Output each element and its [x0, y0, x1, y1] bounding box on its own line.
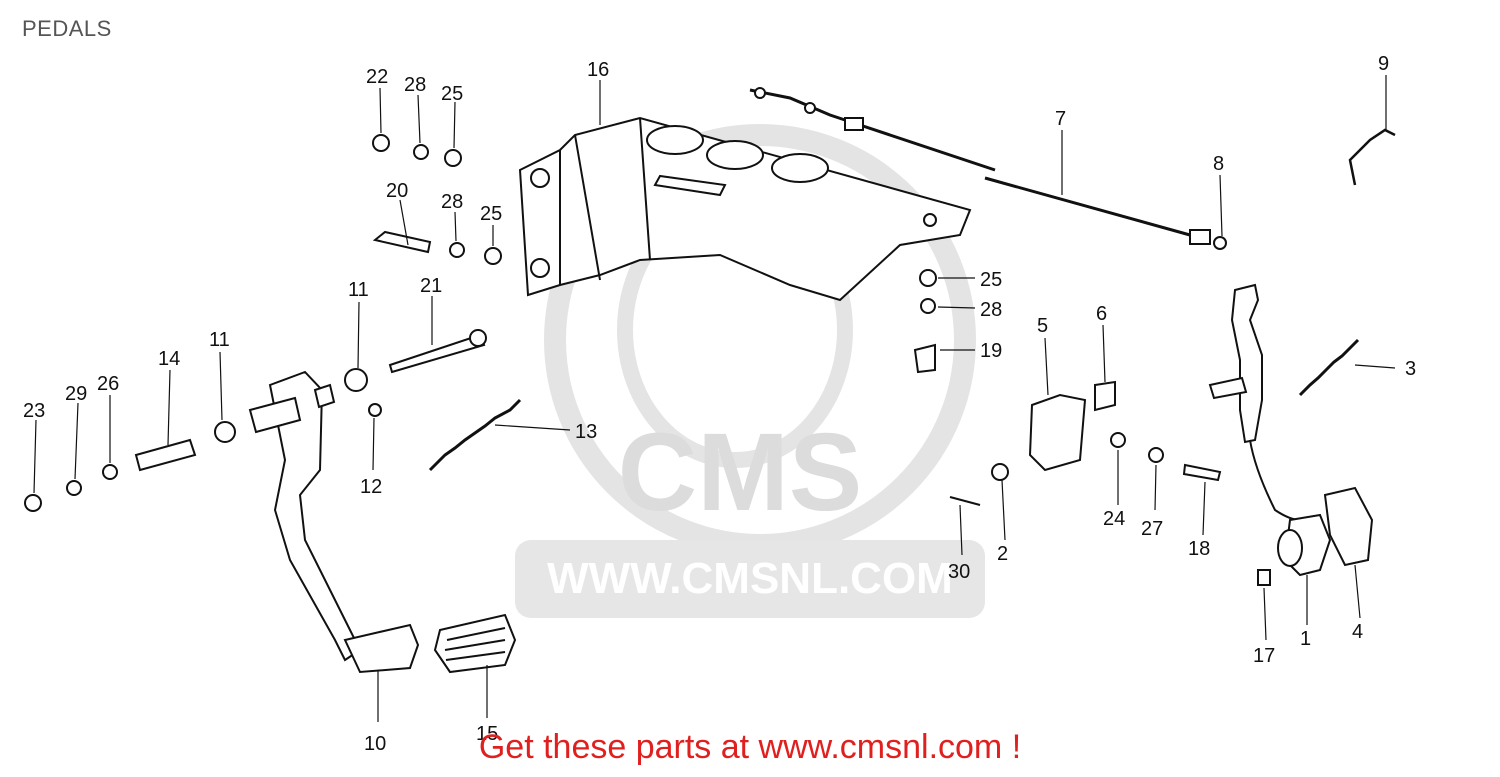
callout-1: 1: [1300, 628, 1311, 650]
callout-25-top: 25: [441, 83, 463, 105]
watermark-brand: CMS: [618, 411, 862, 534]
callout-3: 3: [1405, 358, 1416, 380]
callout-25-right: 25: [980, 269, 1002, 291]
clip-part: [1348, 128, 1396, 186]
callouts: 1 2 3 4 5 6 7 8 9 10 11 11 12 13 14 15 1…: [23, 53, 1416, 755]
throttle-cable: [749, 87, 1227, 250]
callout-9: 9: [1378, 53, 1389, 75]
callout-26: 26: [97, 373, 119, 395]
accelerator-pedal-pad: [1323, 486, 1374, 567]
callout-25-mid: 25: [480, 203, 502, 225]
return-spring-3: [1298, 338, 1360, 397]
callout-23: 23: [23, 400, 45, 422]
callout-4: 4: [1352, 621, 1363, 643]
callout-10: 10: [364, 733, 386, 755]
footer-link-text[interactable]: Get these parts at www.cmsnl.com !: [478, 728, 1022, 766]
leader-lines: [33, 75, 1396, 722]
callout-28-right: 28: [980, 299, 1002, 321]
callout-18: 18: [1188, 538, 1210, 560]
watermark-banner: [515, 540, 985, 618]
callout-2: 2: [997, 543, 1008, 565]
callout-29: 29: [65, 383, 87, 405]
callout-7: 7: [1055, 108, 1066, 130]
accelerator-pedal: [1208, 283, 1332, 577]
callout-19: 19: [980, 340, 1002, 362]
callout-14: 14: [158, 348, 180, 370]
callout-17: 17: [1253, 645, 1275, 667]
callout-20: 20: [386, 180, 408, 202]
hardware: [24, 134, 1271, 586]
pedal-bracket: [518, 116, 972, 302]
callout-8: 8: [1213, 153, 1224, 175]
callout-28-top: 28: [404, 74, 426, 96]
callout-11-top: 11: [348, 279, 369, 301]
page-title: PEDALS: [22, 16, 112, 41]
brake-pedal-arm: [248, 370, 420, 674]
brake-pedal-pad: [433, 613, 517, 674]
callout-21: 21: [420, 275, 442, 297]
callout-11-left: 11: [209, 329, 230, 351]
return-spring-13: [428, 398, 522, 472]
callout-6: 6: [1096, 303, 1107, 325]
callout-30: 30: [948, 561, 970, 583]
callout-27: 27: [1141, 518, 1163, 540]
callout-5: 5: [1037, 315, 1048, 337]
stopper-bracket: [1028, 380, 1116, 472]
callout-22: 22: [366, 66, 388, 88]
callout-13: 13: [575, 421, 597, 443]
callout-28-mid: 28: [441, 191, 463, 213]
callout-12: 12: [360, 476, 382, 498]
callout-15: 15: [476, 723, 498, 745]
callout-24: 24: [1103, 508, 1125, 530]
callout-16: 16: [587, 59, 609, 81]
watermark-site: WWW.CMSNL.COM: [547, 554, 953, 603]
